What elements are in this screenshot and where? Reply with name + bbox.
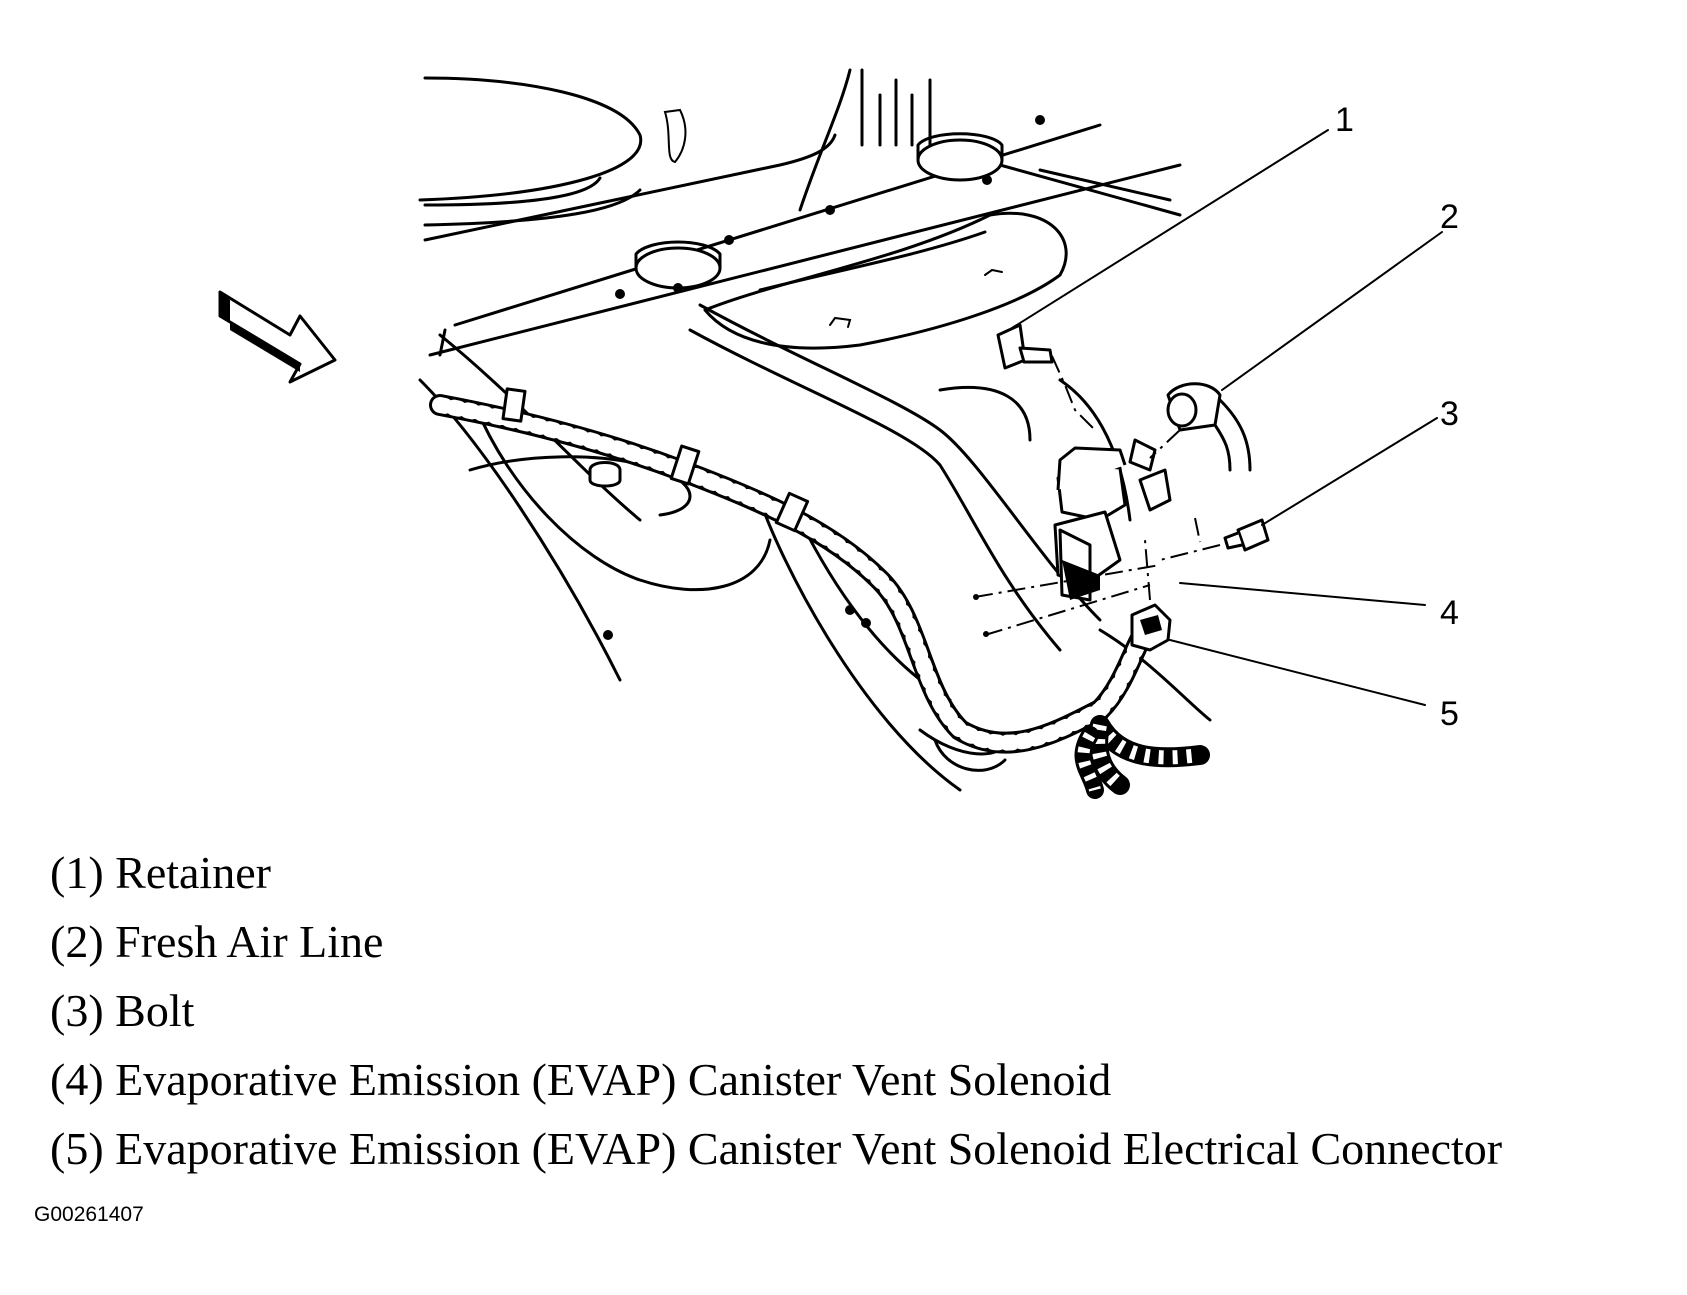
direction-arrow-icon — [218, 290, 337, 384]
parts-legend: (1) Retainer (2) Fresh Air Line (3) Bolt… — [50, 838, 1502, 1183]
bolt — [1159, 517, 1270, 561]
underbody-structure — [418, 68, 1212, 792]
fresh-air-line — [1149, 382, 1252, 472]
retainer — [996, 323, 1096, 431]
evap-vent-solenoid-assembly — [1053, 438, 1172, 602]
legend-item-fresh-air-line: (2) Fresh Air Line — [50, 916, 384, 967]
figure-id: G00261407 — [34, 1203, 144, 1226]
callout-5: 5 — [1440, 695, 1459, 733]
legend-item-retainer: (1) Retainer — [50, 847, 271, 898]
callout-4: 4 — [1440, 594, 1459, 632]
legend-item-vent-solenoid: (4) Evaporative Emission (EVAP) Canister… — [50, 1054, 1112, 1105]
callout-3: 3 — [1440, 395, 1459, 433]
callout-leaders — [1011, 129, 1443, 706]
electrical-connector — [1130, 539, 1172, 652]
mounting-guide-lines — [973, 564, 1161, 637]
callout-1: 1 — [1335, 101, 1354, 139]
legend-item-electrical-connector: (5) Evaporative Emission (EVAP) Canister… — [50, 1123, 1503, 1174]
wiring-harness — [429, 387, 1210, 799]
callout-2: 2 — [1440, 198, 1459, 236]
legend-item-bolt: (3) Bolt — [50, 985, 195, 1036]
